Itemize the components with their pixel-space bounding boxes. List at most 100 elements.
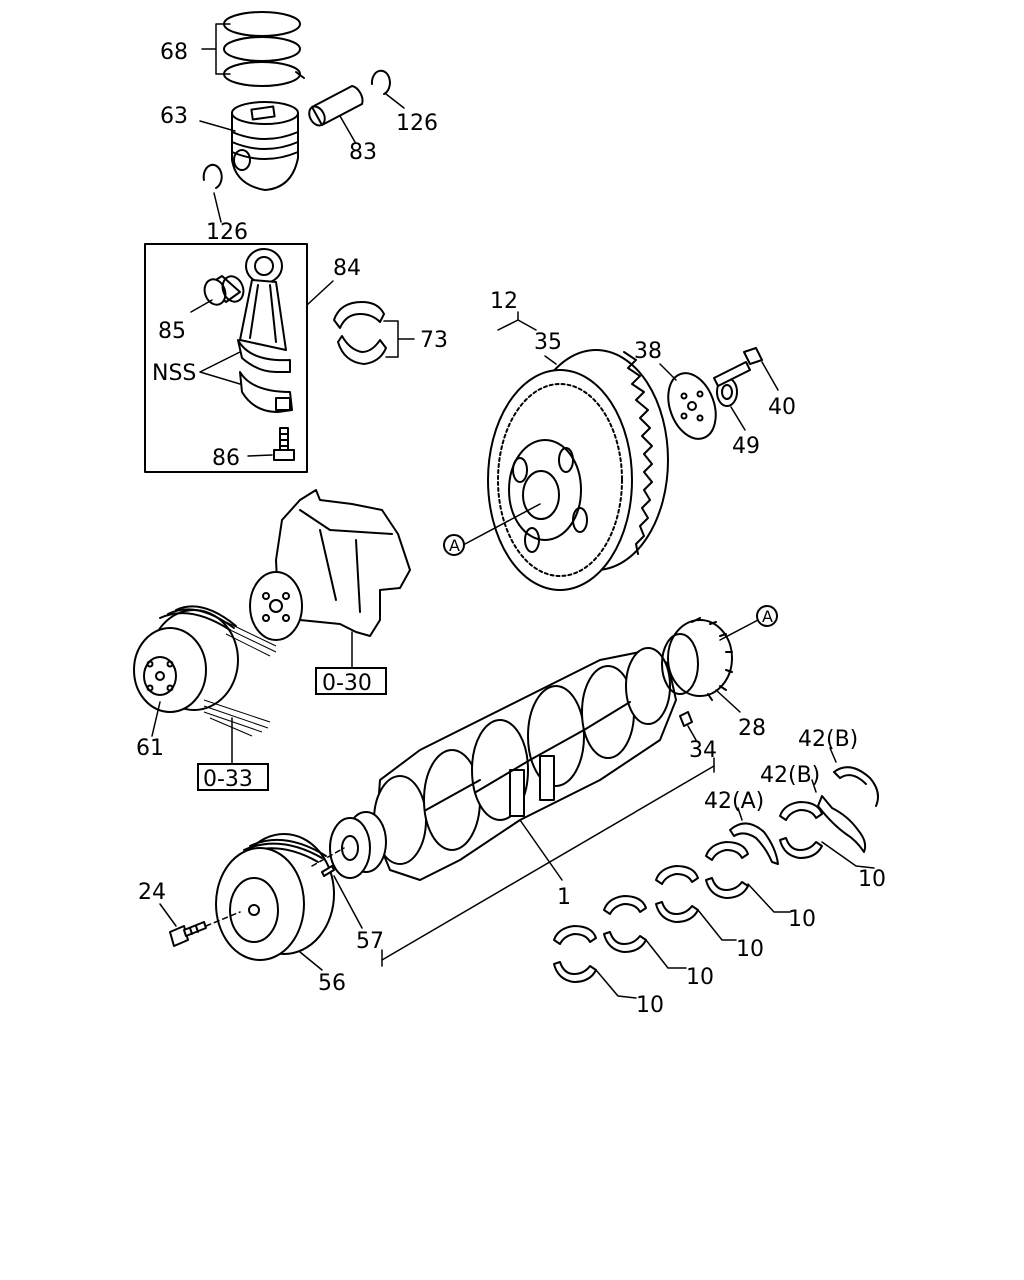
ref-circle-a-left [443, 534, 465, 556]
leader-10d [645, 939, 687, 969]
callout-35: 35 [534, 330, 562, 355]
main-bearing-2 [705, 841, 749, 899]
crank-nose [329, 811, 387, 879]
leader-24 [159, 903, 177, 927]
connecting-rod [237, 248, 293, 413]
callout-1: 1 [557, 885, 571, 910]
thrust-washer-b-upper-inner [833, 771, 867, 785]
callout-24: 24 [138, 880, 166, 905]
crankshaft [373, 647, 677, 881]
rod-bearing-set [333, 301, 387, 365]
rod-bolt [273, 427, 295, 461]
callout-126-bottom: 126 [206, 220, 248, 245]
leader-85 [190, 299, 213, 313]
leader-38 [659, 363, 677, 381]
piston [231, 101, 299, 191]
leader-42A [737, 807, 743, 821]
ref-box-0-33 [197, 763, 269, 791]
leader-63 [199, 120, 236, 132]
callout-61: 61 [136, 736, 164, 761]
leader-86 [247, 454, 273, 457]
leader-57 [333, 875, 363, 929]
fan-pulley [133, 605, 239, 713]
callout-42B-1: 42(B) [798, 727, 858, 752]
callout-49: 49 [732, 434, 760, 459]
leader-73 [383, 320, 415, 358]
thrust-washer-a [729, 822, 779, 865]
small-end-bushing [203, 275, 245, 306]
connecting-rod-box [144, 243, 308, 473]
main-bearing-3 [655, 865, 699, 923]
callout-10a: 10 [858, 867, 886, 892]
crankshaft-pulley [215, 833, 335, 961]
bracket-ends-1 [381, 757, 715, 967]
leader-61 [151, 701, 161, 737]
leader-83 [339, 115, 356, 143]
ref-circle-a-right [756, 605, 778, 627]
pulley-bolt [169, 921, 207, 947]
callout-86: 86 [212, 446, 240, 471]
callout-42B-2: 42(B) [760, 763, 820, 788]
callout-12: 12 [490, 289, 518, 314]
leader-34 [687, 725, 697, 741]
leader-nss [199, 351, 241, 385]
callout-126-top: 126 [396, 111, 438, 136]
main-bearing-1 [779, 801, 823, 859]
leader-56 [299, 951, 323, 971]
callout-40: 40 [768, 395, 796, 420]
flywheel-bolt [713, 347, 763, 387]
leader-42B-2 [811, 779, 817, 793]
ref-0-30: 0-30 [322, 671, 372, 696]
leader-10c [697, 909, 737, 941]
pin-dash [311, 847, 345, 867]
callout-nss: NSS [152, 361, 196, 386]
leader-42B-1 [829, 747, 837, 763]
callout-38: 38 [634, 339, 662, 364]
callout-42A: 42(A) [704, 789, 764, 814]
callout-34: 34 [689, 738, 717, 763]
ref-box-0-30 [315, 667, 387, 695]
bracket-line-1 [381, 765, 715, 961]
callout-10e: 10 [636, 993, 664, 1018]
bolt-dash [205, 911, 241, 927]
callout-10d: 10 [686, 965, 714, 990]
leader-126-top [385, 93, 405, 109]
flywheel-plate [667, 372, 717, 440]
callout-63: 63 [160, 104, 188, 129]
leader-68 [201, 23, 231, 75]
main-bearing-5 [553, 925, 597, 983]
thrust-washer-b-lower [817, 795, 867, 853]
leader-10a [821, 841, 875, 869]
leader-40 [761, 361, 779, 391]
piston-rings [223, 11, 305, 87]
dowel-pin [321, 865, 335, 877]
callout-84: 84 [333, 256, 361, 281]
callout-68: 68 [160, 40, 188, 65]
leader-A-gear [719, 619, 759, 641]
callout-57: 57 [356, 929, 384, 954]
leader-28 [715, 689, 741, 713]
leader-12 [497, 311, 537, 331]
leader-10b [747, 883, 791, 913]
callout-85: 85 [158, 319, 186, 344]
snap-ring-right [370, 69, 391, 95]
crank-gear [661, 617, 733, 701]
ref-a-right: A [762, 607, 773, 626]
belt-lines [203, 621, 277, 737]
callout-83: 83 [349, 140, 377, 165]
leader-126-bottom [213, 192, 222, 223]
main-bearing-4 [603, 895, 647, 953]
ref-0-33: 0-33 [203, 767, 253, 792]
callout-10b: 10 [788, 907, 816, 932]
callout-28: 28 [738, 716, 766, 741]
callout-10c: 10 [736, 937, 764, 962]
leader-A-flywheel [464, 503, 541, 545]
leader-10e [595, 969, 637, 999]
piston-pin [308, 85, 364, 127]
flywheel [487, 349, 669, 591]
leader-49 [730, 406, 746, 431]
ref-a-left: A [449, 536, 460, 555]
leader-84 [306, 280, 334, 306]
